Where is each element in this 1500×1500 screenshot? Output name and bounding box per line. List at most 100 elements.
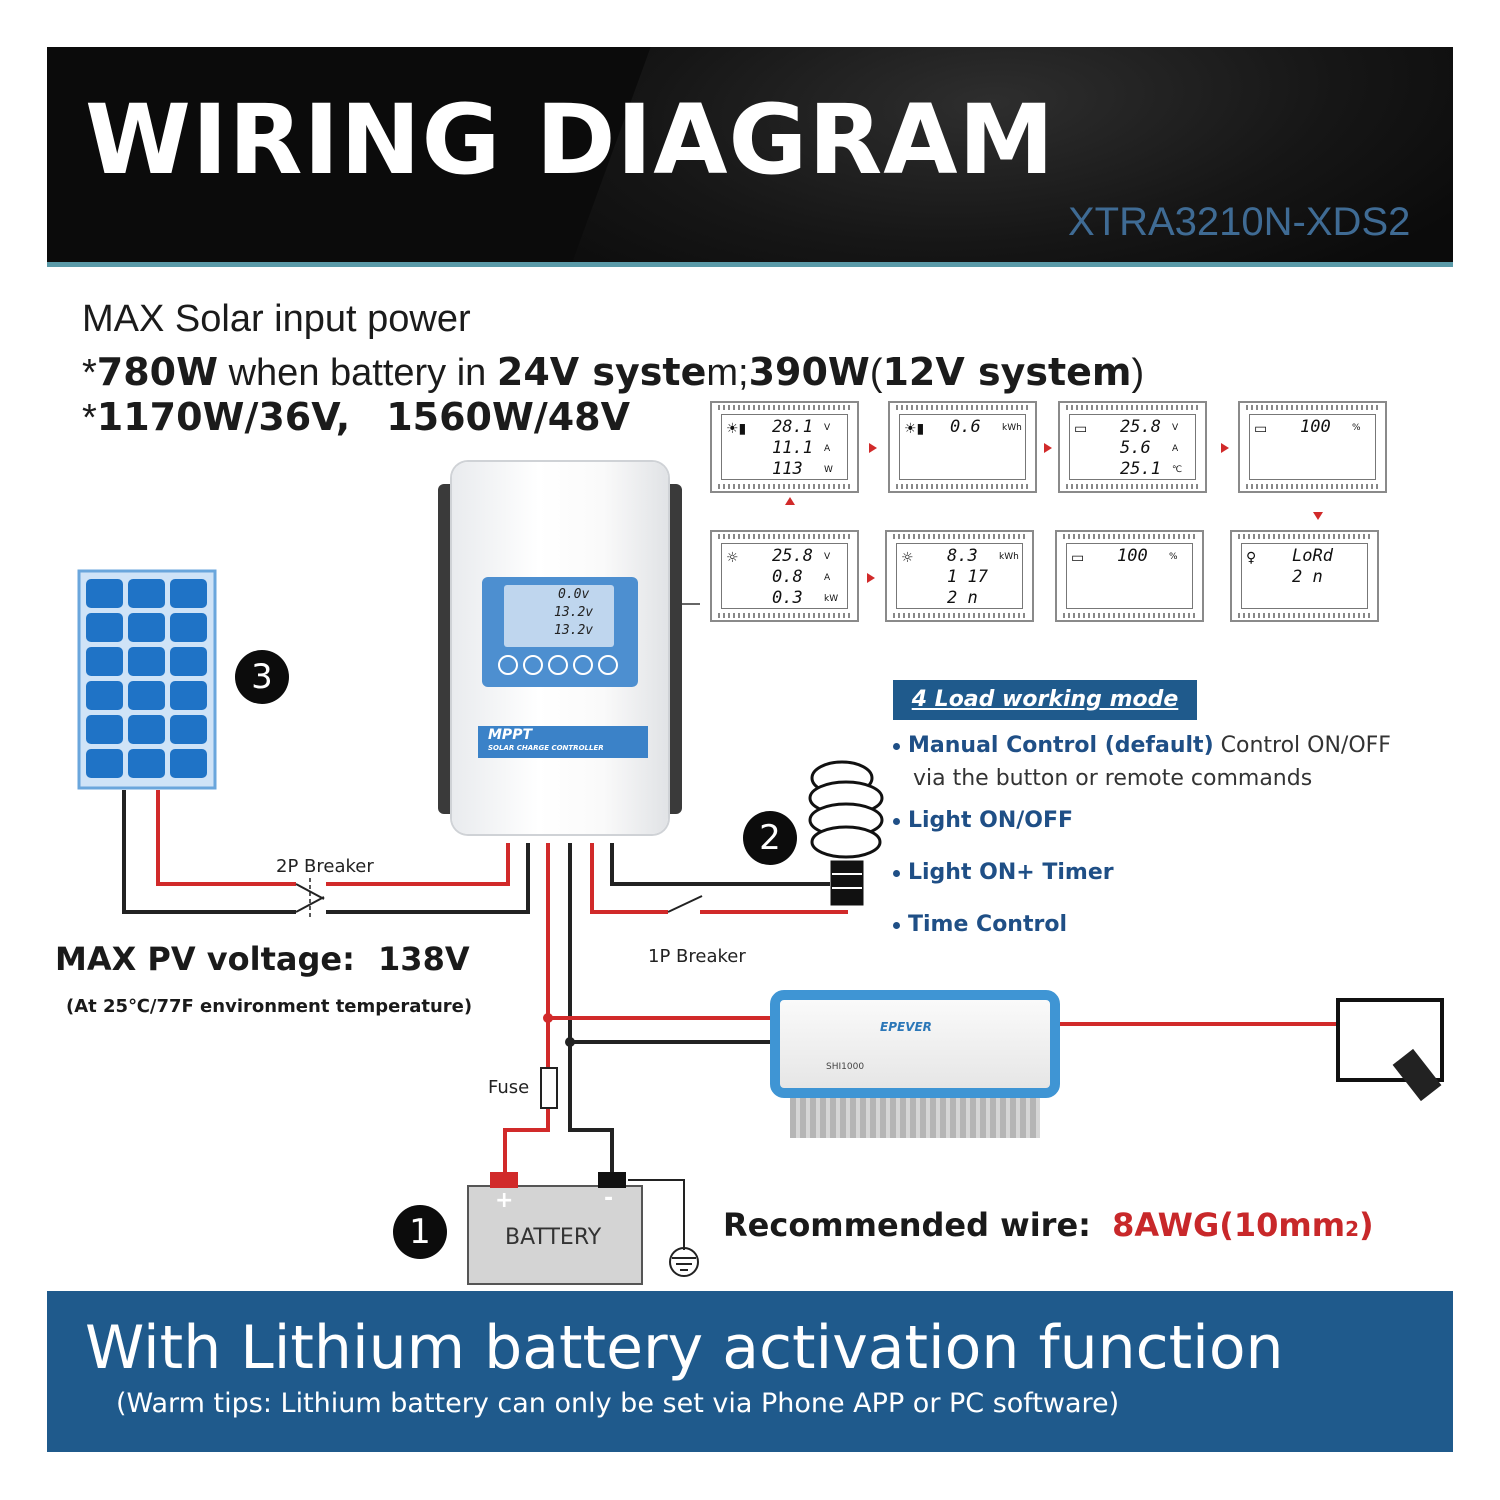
header-banner bbox=[47, 47, 1453, 267]
lcd-unit: ℃ bbox=[1172, 465, 1183, 475]
mode-light-onoff: Light ON/OFF bbox=[893, 808, 1073, 833]
fuse-label: Fuse bbox=[488, 1077, 530, 1098]
inverter: EPEVER SHI1000 bbox=[770, 990, 1060, 1138]
lcd-mode-icon: ☼ bbox=[726, 550, 739, 566]
controller-subtitle: SOLAR CHARGE CONTROLLER bbox=[488, 744, 604, 752]
battery-label: BATTERY bbox=[505, 1225, 602, 1250]
lcd-value: 2 n bbox=[947, 588, 978, 608]
lcd-unit: W bbox=[824, 465, 833, 475]
recommended-wire: Recommended wire: 8AWG(10mm2) bbox=[723, 1206, 1374, 1244]
spec-bullet: * bbox=[82, 397, 97, 439]
spec-line-1: MAX Solar input power bbox=[82, 298, 471, 340]
solar-cell bbox=[170, 647, 207, 676]
lcd-unit: % bbox=[1169, 552, 1178, 562]
lcd-unit: kW bbox=[824, 594, 839, 604]
lcd-frame bbox=[899, 414, 1026, 480]
lcd-pins bbox=[718, 484, 851, 489]
solar-cell bbox=[170, 681, 207, 710]
breaker-2p-label: 2P Breaker bbox=[276, 856, 374, 877]
lcd-mode-icon: ▭ bbox=[1254, 421, 1268, 437]
lcd-screen: ▭100% bbox=[1238, 401, 1387, 493]
page-title: WIRING DIAGRAM bbox=[85, 84, 1056, 196]
lcd-pins bbox=[893, 534, 1026, 539]
sequence-arrow-icon bbox=[785, 497, 795, 505]
badge-3: 3 bbox=[235, 650, 289, 704]
solar-panel-icon bbox=[77, 569, 217, 790]
mode-manual: Manual Control (default) Control ON/OFF bbox=[893, 733, 1391, 758]
spec-text: ( bbox=[869, 352, 883, 394]
solar-cell bbox=[170, 749, 207, 778]
spec-line-3: *1170W/36V,1560W/48V bbox=[82, 395, 630, 440]
load-button[interactable] bbox=[548, 655, 568, 675]
mode-desc-2: via the button or remote commands bbox=[913, 766, 1313, 791]
mode-name: Light ON/OFF bbox=[908, 808, 1074, 833]
solar-cell bbox=[170, 579, 207, 608]
lcd-pins bbox=[1238, 534, 1371, 539]
mode-name: Time Control bbox=[908, 912, 1067, 937]
controller-display-panel: 0.0v 13.2v 13.2v bbox=[482, 577, 638, 687]
lcd-screen: ▭100% bbox=[1055, 530, 1204, 622]
spec-line-2: *780W when battery in 24V system;390W(12… bbox=[82, 350, 1144, 395]
solar-cell bbox=[128, 613, 165, 642]
spec-48v: 1560W/48V bbox=[386, 395, 631, 439]
spec-bullet: * bbox=[82, 352, 97, 394]
lcd-unit: kWh bbox=[1002, 423, 1022, 433]
spec-390w: 390W bbox=[748, 350, 870, 394]
lcd-frame bbox=[721, 414, 848, 480]
set-button[interactable] bbox=[573, 655, 593, 675]
lcd-unit: V bbox=[824, 423, 831, 433]
controller-lcd: 0.0v 13.2v 13.2v bbox=[504, 585, 614, 647]
wire-value: 8AWG(10mm2) bbox=[1112, 1206, 1374, 1244]
inverter-brand: EPEVER bbox=[880, 1020, 932, 1034]
solar-cell bbox=[128, 749, 165, 778]
spec-12v: 12V system bbox=[882, 350, 1132, 394]
lcd-frame bbox=[721, 543, 848, 609]
mode-name: Manual Control (default) bbox=[908, 733, 1214, 758]
lcd-pins bbox=[1063, 613, 1196, 618]
lcd-value: 11.1 bbox=[772, 438, 813, 458]
solar-cell bbox=[170, 613, 207, 642]
spec-36v: 1170W/36V bbox=[96, 395, 336, 439]
bulb-icon bbox=[808, 760, 884, 906]
lcd-unit: V bbox=[1172, 423, 1179, 433]
spec-text: when battery in bbox=[218, 352, 497, 394]
lcd-value: 2 n bbox=[1292, 567, 1323, 587]
lcd-pins bbox=[718, 405, 851, 410]
bullet-icon bbox=[893, 869, 900, 877]
battery-minus: - bbox=[604, 1186, 614, 1211]
lcd-pins bbox=[718, 534, 851, 539]
spec-text: m; bbox=[706, 352, 749, 394]
lcd-frame bbox=[1069, 414, 1196, 480]
lcd-value: 100 bbox=[1300, 417, 1331, 437]
lcd-frame bbox=[1066, 543, 1193, 609]
lcd-unit: A bbox=[1172, 444, 1179, 454]
mode-name: Light ON+ Timer bbox=[908, 860, 1114, 885]
lcd-pins bbox=[896, 484, 1029, 489]
batt-button[interactable] bbox=[523, 655, 543, 675]
lcd-pins bbox=[1246, 405, 1379, 410]
load-mode-title: 4 Load working mode bbox=[893, 680, 1197, 720]
solar-cell bbox=[86, 579, 123, 608]
footer-note: (Warm tips: Lithium battery can only be … bbox=[116, 1388, 1120, 1419]
lcd-pins bbox=[1238, 613, 1371, 618]
lcd-mode-icon: ▭ bbox=[1071, 550, 1085, 566]
esc-button[interactable] bbox=[598, 655, 618, 675]
bullet-icon bbox=[893, 921, 900, 929]
lcd-value: 5.6 bbox=[1120, 438, 1151, 458]
solar-cell bbox=[170, 715, 207, 744]
pv-button[interactable] bbox=[498, 655, 518, 675]
lcd-value: 25.8 bbox=[1120, 417, 1161, 437]
mode-light-timer: Light ON+ Timer bbox=[893, 860, 1114, 885]
lcd-pins bbox=[1066, 405, 1199, 410]
lcd-pins bbox=[893, 613, 1026, 618]
lcd-value: 25.8 bbox=[772, 546, 813, 566]
lcd-value: 25.1 bbox=[1120, 459, 1161, 479]
mode-time-control: Time Control bbox=[893, 912, 1067, 937]
lcd-frame bbox=[896, 543, 1023, 609]
solar-cell bbox=[128, 681, 165, 710]
